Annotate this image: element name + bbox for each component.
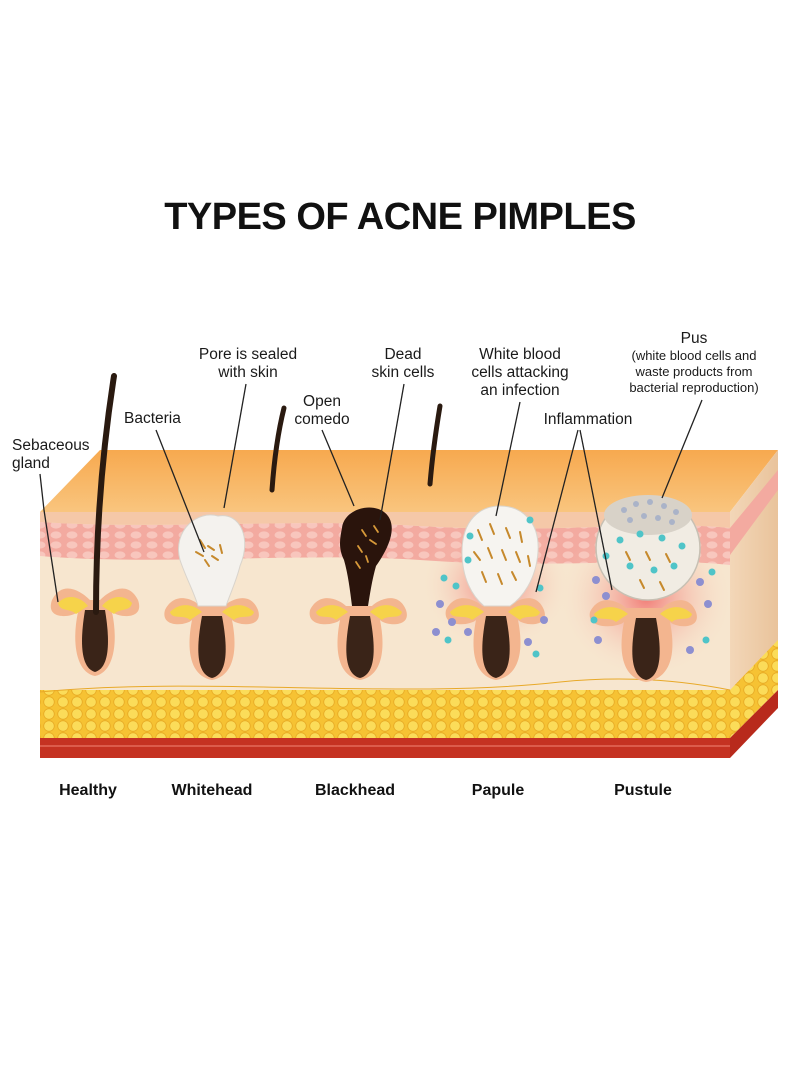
- stage-pustule: Pustule: [614, 782, 672, 799]
- follicle-healthy: [50, 373, 140, 676]
- svg-text:an infection: an infection: [480, 382, 559, 399]
- hair-shaft: [427, 403, 443, 487]
- svg-text:Sebaceous: Sebaceous: [12, 437, 90, 454]
- follicle-blackhead: [309, 507, 407, 680]
- svg-text:gland: gland: [12, 455, 50, 472]
- stage-whitehead: Whitehead: [172, 782, 253, 799]
- follicle-pustule: [558, 495, 734, 682]
- label-bacteria: Bacteria: [124, 410, 205, 553]
- papule-body: [461, 505, 539, 607]
- stage-healthy: Healthy: [59, 782, 117, 799]
- svg-text:bacterial reproduction): bacterial reproduction): [629, 380, 758, 395]
- svg-text:waste products from: waste products from: [634, 364, 752, 379]
- label-dead-skin-cells: Dead skin cells: [372, 346, 435, 521]
- svg-text:with skin: with skin: [217, 364, 277, 381]
- svg-text:Pore is sealed: Pore is sealed: [199, 346, 297, 363]
- stage-papule: Papule: [472, 782, 525, 799]
- svg-text:Open: Open: [303, 393, 341, 410]
- label-line: Sebaceous: [12, 437, 90, 454]
- label-inflammation: Inflammation: [535, 411, 633, 593]
- hair-shaft: [93, 373, 117, 615]
- label-line: gland: [12, 455, 50, 472]
- follicle-whitehead: [164, 514, 259, 680]
- stage-blackhead: Blackhead: [315, 782, 395, 799]
- svg-text:Pus: Pus: [681, 330, 708, 347]
- svg-text:Dead: Dead: [384, 346, 421, 363]
- svg-text:(white blood cells and: (white blood cells and: [631, 348, 756, 363]
- label-pus: Pus (white blood cells and waste product…: [629, 330, 759, 499]
- label-open-comedo: Open comedo: [294, 393, 355, 507]
- follicle-papule: [421, 505, 571, 680]
- stage-labels: Healthy Whitehead Blackhead Papule Pustu…: [59, 782, 672, 799]
- diagram-title: TYPES OF ACNE PIMPLES: [164, 196, 636, 238]
- label-white-blood-cells: White blood cells attacking an infection: [471, 346, 569, 517]
- fat-layer: [40, 690, 730, 738]
- svg-text:Inflammation: Inflammation: [544, 411, 633, 428]
- label-pore-sealed: Pore is sealed with skin: [199, 346, 297, 509]
- muscle-layer: [40, 738, 730, 758]
- svg-text:cells attacking: cells attacking: [471, 364, 568, 381]
- whitehead-plug: [178, 514, 246, 607]
- svg-text:Bacteria: Bacteria: [124, 410, 181, 427]
- svg-text:comedo: comedo: [294, 411, 349, 428]
- svg-text:White blood: White blood: [479, 346, 561, 363]
- svg-text:skin cells: skin cells: [372, 364, 435, 381]
- hair-shaft: [269, 405, 287, 493]
- label-sebaceous-gland: Sebaceous gland: [12, 437, 90, 603]
